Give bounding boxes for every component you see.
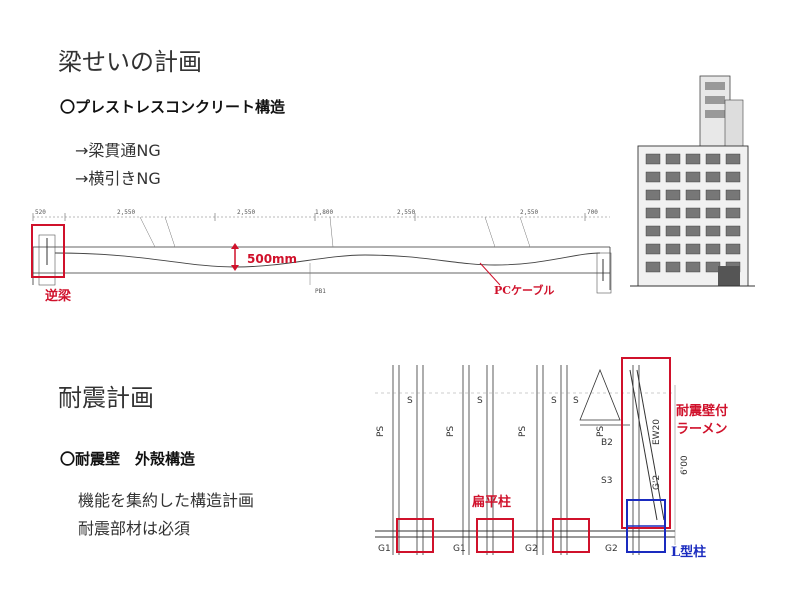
structural-plan-drawing: PS S PS S PS S PS S B2 S3 EW20 G'2 6'00 … <box>375 357 690 555</box>
reverse-beam-label: 逆梁 <box>45 289 72 304</box>
pc-cable-line <box>54 252 601 268</box>
shear-wall-frame-label-1: 耐震壁付 <box>676 404 729 419</box>
pb-label: PB1 <box>315 288 326 295</box>
s-label: S <box>573 396 579 406</box>
l-column-label: L型柱 <box>671 545 707 560</box>
column-lines <box>392 365 640 555</box>
section-title-seismic-plan: 耐震計画 <box>58 384 154 412</box>
building-windows <box>645 153 741 273</box>
dim-label: 2,550 <box>520 209 538 216</box>
wall-ew20-label: EW20 <box>652 419 662 445</box>
bullet-prestressed-concrete: 〇プレストレスコンクリート構造 <box>60 98 286 116</box>
shear-wall-frame-label-2: ラーメン <box>676 422 728 437</box>
flat-column-box <box>476 518 514 553</box>
section-title-beam-depth: 梁せいの計画 <box>58 48 202 76</box>
pc-cable-label: PCケーブル <box>494 284 555 297</box>
dim-label: 1,800 <box>315 209 333 216</box>
s-label: S <box>477 396 483 406</box>
beam-b2-label: B2 <box>601 438 613 448</box>
ps-label: PS <box>446 426 456 437</box>
note-no-horizontal-routing: →横引きNG <box>75 169 161 188</box>
note-no-beam-penetration: →梁貫通NG <box>75 141 161 160</box>
girder-label: G1 <box>453 544 466 554</box>
note-integrated-structure: 機能を集約した構造計画 <box>78 491 255 510</box>
flat-column-box <box>552 518 590 553</box>
dim-600-label: 6'00 <box>680 455 690 475</box>
dim-label: 700 <box>587 209 598 216</box>
s-label: S <box>551 396 557 406</box>
depth-500mm-label: 500mm <box>247 252 297 266</box>
dim-label: 2,550 <box>117 209 135 216</box>
dim-label: 2,550 <box>237 209 255 216</box>
girder-g2-label: G'2 <box>652 475 662 490</box>
beam-s3-label: S3 <box>601 476 612 486</box>
flat-column-box <box>396 518 434 553</box>
flat-column-label: 扁平柱 <box>472 495 512 510</box>
dimension-ticks <box>32 213 586 221</box>
girder-label: G1 <box>378 544 391 554</box>
beam-elevation-drawing: 520 2,550 2,550 1,800 2,550 2,550 700 PB… <box>31 209 612 295</box>
ps-label: PS <box>596 426 606 437</box>
ps-label: PS <box>518 426 528 437</box>
girder-label: G2 <box>525 544 538 554</box>
dim-label: 2,550 <box>397 209 415 216</box>
s-label: S <box>407 396 413 406</box>
shear-wall-frame-box <box>621 357 671 529</box>
girder-label: G2 <box>605 544 618 554</box>
ps-label: PS <box>376 426 386 437</box>
bullet-shear-wall-shell: 〇耐震壁 外殻構造 <box>60 450 196 468</box>
dim-label: 520 <box>35 209 46 216</box>
note-seismic-members-required: 耐震部材は必須 <box>78 519 191 538</box>
reverse-beam-highlight-box <box>31 224 65 278</box>
building-elevation-sketch <box>630 75 755 287</box>
